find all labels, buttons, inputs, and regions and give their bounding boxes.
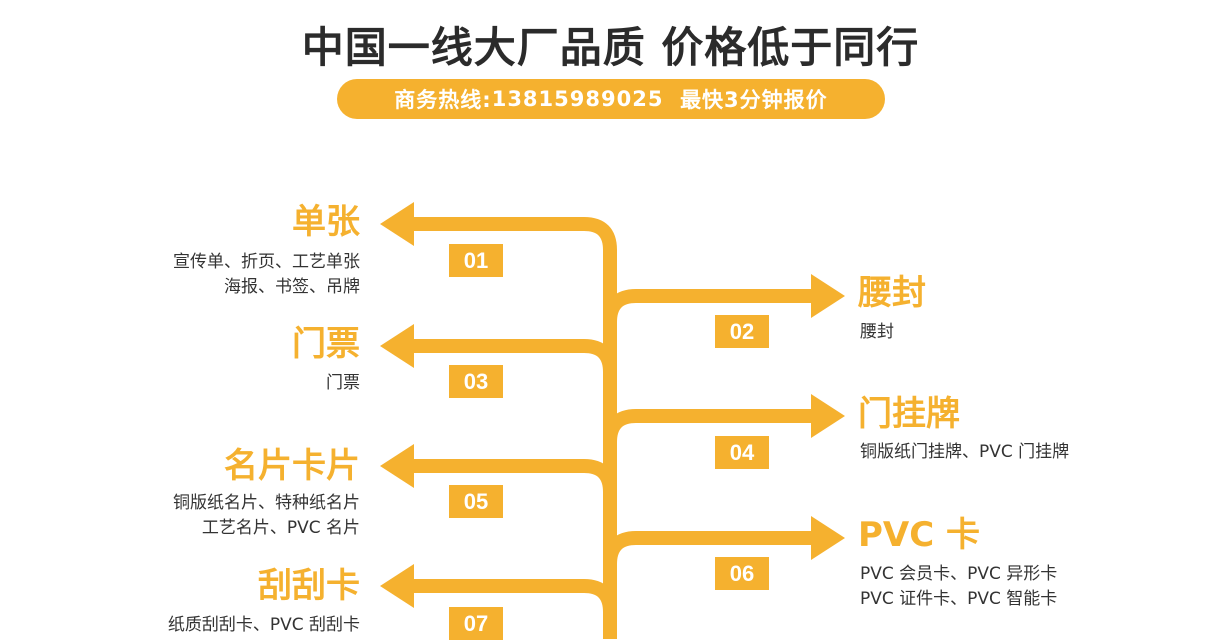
desc-line: 纸质刮刮卡、PVC 刮刮卡 — [167, 615, 360, 635]
desc-line: 工艺名片、PVC 名片 — [201, 518, 360, 538]
page-title: 中国一线大厂品质 价格低于同行 — [301, 23, 920, 72]
hotline-banner: 商务热线: 13815989025 最快3分钟报价 — [337, 79, 885, 119]
item-desc-book-band: 腰封 — [860, 320, 894, 345]
item-desc-door-hanger: 铜版纸门挂牌、PVC 门挂牌 — [860, 440, 1069, 465]
desc-line: 海报、书签、吊牌 — [224, 277, 360, 297]
desc-line: PVC 证件卡、PVC 智能卡 — [860, 589, 1058, 609]
item-title-single-sheet: 单张 — [292, 202, 360, 242]
hotline-number: 13815989025 — [491, 87, 664, 111]
desc-line: PVC 会员卡、PVC 异形卡 — [860, 564, 1058, 584]
item-title-ticket: 门票 — [292, 324, 360, 364]
item-title-book-band: 腰封 — [858, 273, 926, 313]
hotline-note: 最快3分钟报价 — [680, 88, 828, 112]
item-number-badge: 03 — [449, 365, 503, 398]
desc-line: 铜版纸门挂牌、PVC 门挂牌 — [860, 442, 1070, 462]
branch-05 — [410, 459, 617, 493]
arrowhead-05 — [380, 444, 414, 488]
item-desc-ticket: 门票 — [326, 371, 360, 396]
item-title-scratch-card: 刮刮卡 — [258, 566, 360, 606]
item-desc-single-sheet: 宣传单、折页、工艺单张 海报、书签、吊牌 — [173, 250, 360, 300]
branch-06 — [603, 531, 815, 565]
item-number-badge: 04 — [715, 436, 769, 469]
item-desc-pvc-card: PVC 会员卡、PVC 异形卡 PVC 证件卡、PVC 智能卡 — [860, 562, 1057, 612]
item-title-pvc-card: PVC 卡 — [858, 515, 981, 555]
arrowhead-01 — [380, 202, 414, 246]
item-desc-scratch-card: 纸质刮刮卡、PVC 刮刮卡 — [168, 613, 360, 638]
arrowhead-04 — [811, 394, 845, 438]
arrowhead-03 — [380, 324, 414, 368]
item-number-badge: 06 — [715, 557, 769, 590]
branch-04 — [603, 409, 815, 443]
desc-line: 门票 — [326, 373, 360, 393]
item-number-badge: 02 — [715, 315, 769, 348]
item-title-door-hanger: 门挂牌 — [858, 394, 960, 434]
branch-07 — [410, 579, 617, 613]
item-number-badge: 01 — [449, 244, 503, 277]
branch-01 — [410, 217, 617, 251]
branch-03 — [410, 339, 617, 373]
branch-02 — [603, 289, 815, 323]
item-number-badge: 05 — [449, 485, 503, 518]
arrowhead-07 — [380, 564, 414, 608]
desc-line: 宣传单、折页、工艺单张 — [173, 252, 360, 272]
item-desc-business-card: 铜版纸名片、特种纸名片 工艺名片、PVC 名片 — [173, 491, 360, 541]
desc-line: 铜版纸名片、特种纸名片 — [173, 493, 360, 513]
arrowhead-02 — [811, 274, 845, 318]
hotline-label: 商务热线: — [394, 88, 492, 112]
desc-line: 腰封 — [860, 322, 894, 342]
arrowhead-06 — [811, 516, 845, 560]
item-title-business-card: 名片卡片 — [224, 446, 360, 486]
item-number-badge: 07 — [449, 607, 503, 640]
